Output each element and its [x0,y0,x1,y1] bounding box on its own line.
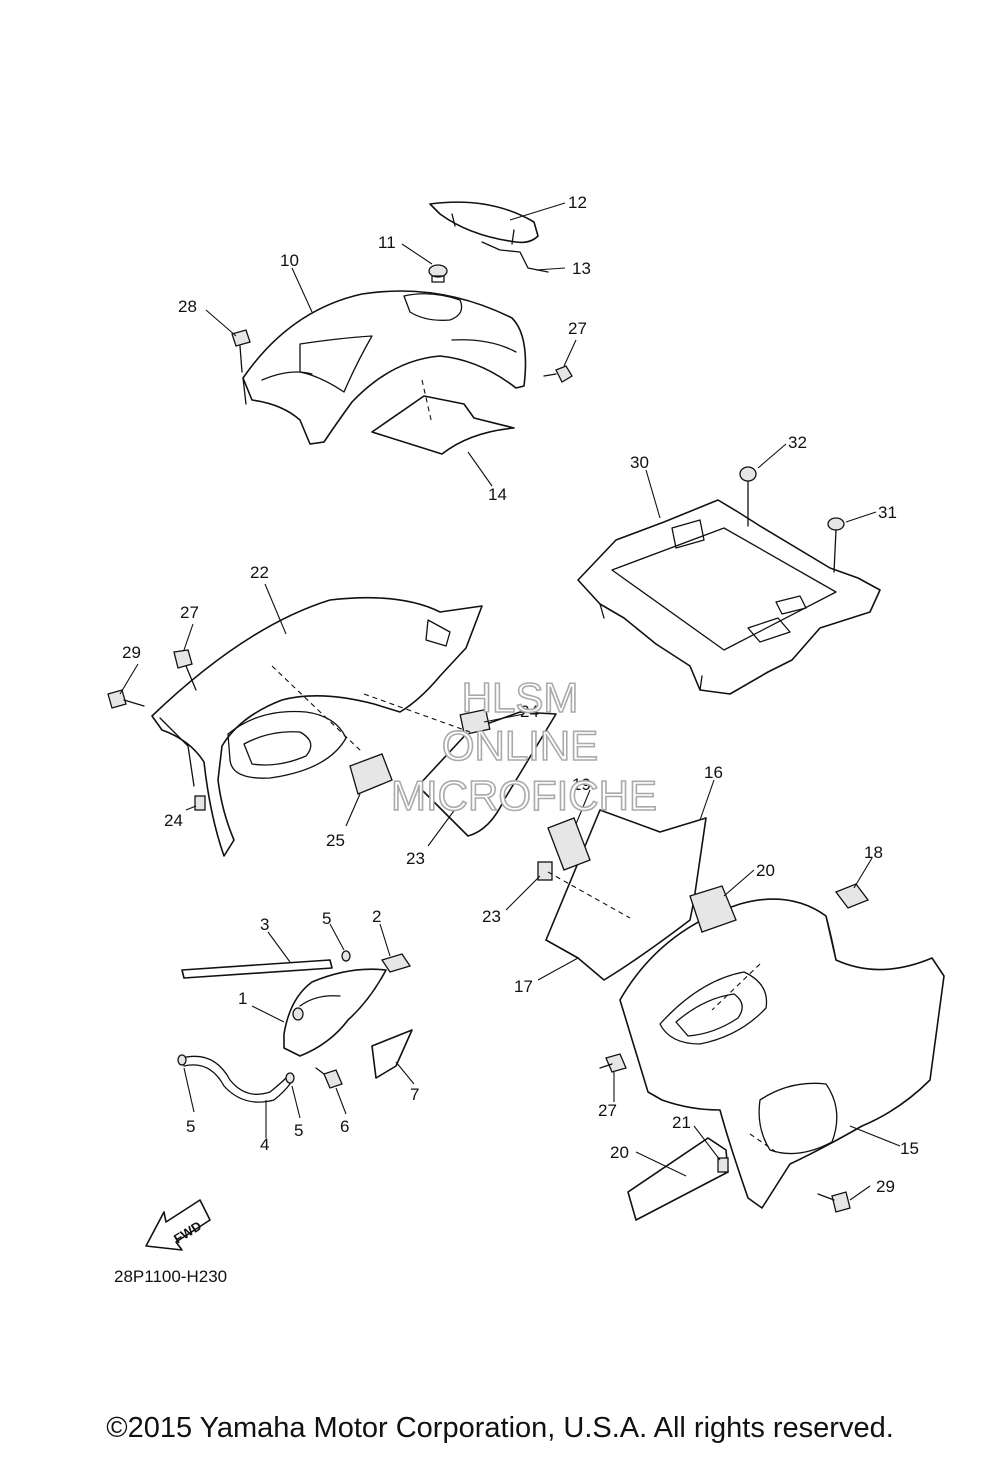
part-24-pad [459,708,491,736]
part-3-rod [181,959,333,979]
callout-26: 25 [326,831,345,850]
callout-16: 18 [864,843,883,862]
callout-23: 23 [406,849,425,868]
part-25-clip [194,795,206,811]
watermark-line-3: MICROFICHE [391,772,657,819]
part-8-rear-fender [242,290,527,445]
part-12-pad [371,395,515,455]
copyright-footer: ©2015 Yamaha Motor Corporation, U.S.A. A… [106,1412,894,1444]
part-18-pad [689,885,737,933]
part-2-cap [380,953,412,973]
callout-1: 1 [238,989,247,1008]
callout-13: 15 [900,1139,919,1158]
part-1-reservoir-tank [283,968,387,1057]
callout-18: 20 [756,861,775,880]
callout-14: 16 [704,763,723,782]
part-21-clip [537,861,553,881]
callout-21: 23 [482,907,501,926]
callout-29-left: 29 [122,643,141,662]
callout-29-right: 29 [876,1177,895,1196]
callout-6: 6 [340,1117,349,1136]
watermark-line-1: HLSM [462,674,579,721]
part-29-bolt-right [817,1191,851,1213]
callout-19: 20 [610,1143,629,1162]
part-20-clip [717,1157,729,1173]
callout-30: 30 [630,453,649,472]
part-27-bolt-left [173,649,197,691]
part-31-screw [827,517,845,573]
callout-11: 13 [572,259,591,278]
callout-32: 32 [788,433,807,452]
part-9-grommet [428,264,448,283]
part-13-side-cover-right [619,898,945,1209]
part-27-bolt-top [543,365,573,383]
part-30-carrier-frame [577,499,881,695]
part-16-pad [834,883,870,909]
fwd-arrow: FWD [145,1199,211,1251]
part-29-bolt-left [107,689,145,709]
callout-25: 24 [164,811,183,830]
part-10-cover [429,201,539,245]
callout-4: 4 [260,1135,269,1154]
callout-9: 11 [378,233,396,252]
part-11-bracket [481,241,549,273]
callout-8: 10 [280,251,299,270]
callout-10: 12 [568,193,587,212]
callout-7: 7 [410,1085,419,1104]
callout-15: 17 [514,977,533,996]
alignment-lines [271,379,777,1153]
part-32-clip [739,466,757,527]
diagram-code: 28P1100-H230 [114,1267,227,1286]
callout-3: 3 [260,915,269,934]
callout-5-top: 5 [322,909,331,928]
callout-31: 31 [878,503,897,522]
part-22-side-cover-left [151,596,483,857]
part-27-bolt-right [599,1053,627,1073]
part-26-pad [349,753,393,795]
part-5-clamp [177,950,351,1084]
callout-24: 24 [520,702,539,721]
part-23-mat [417,711,557,837]
leader-lines [119,202,901,1201]
callout-27-left: 27 [180,603,199,622]
watermark: HLSM ONLINE MICROFICHE [390,673,658,820]
part-28-screw [231,329,251,373]
callout-2: 2 [372,907,381,926]
callout-20: 21 [672,1113,691,1132]
watermark-line-2: ONLINE [442,722,598,769]
part-4-hose [181,1055,291,1103]
part-6-bolt [315,1067,343,1089]
callout-5-left: 5 [186,1117,195,1136]
callout-12: 14 [488,485,507,504]
callout-27-right: 27 [598,1101,617,1120]
part-7-pad [371,1029,413,1079]
callout-numbers: 12 13 11 10 28 27 14 30 32 31 22 27 29 2… [122,193,919,1196]
callout-28: 28 [178,297,197,316]
part-17-pad [547,817,591,871]
callout-5-mid: 5 [294,1121,303,1140]
callout-17: 19 [572,775,591,794]
callout-22: 22 [250,563,269,582]
callout-27-top: 27 [568,319,587,338]
